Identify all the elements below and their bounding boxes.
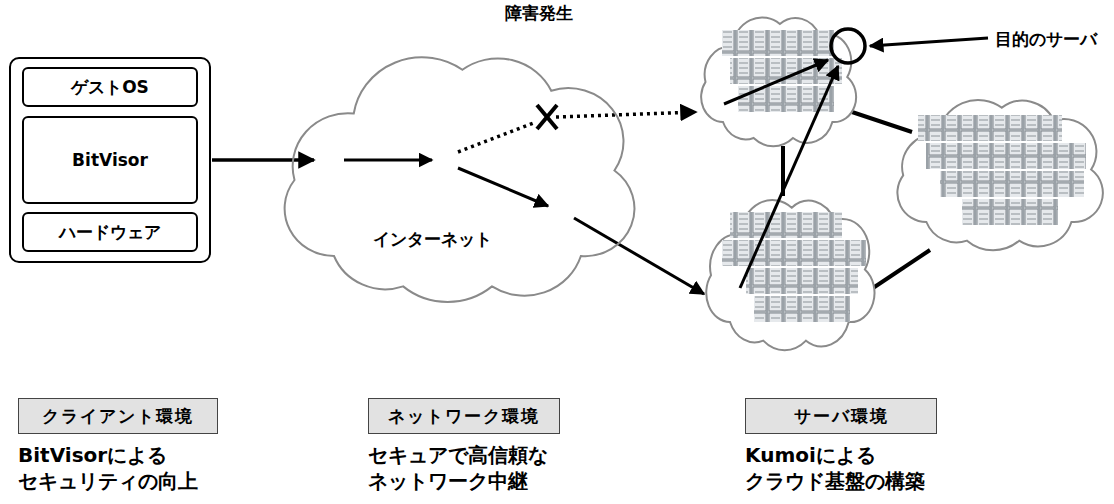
client-housing: [10, 58, 210, 262]
environment-block: ネットワーク環境セキュアで高信頼な ネットワーク中継: [368, 398, 608, 494]
layer-box: ゲストOS: [22, 67, 198, 107]
cloud-outline: [255, 28, 650, 313]
header-text: クライアント環境: [42, 405, 194, 428]
cloud-label: インターネット: [373, 228, 492, 251]
box-label: ゲストOS: [71, 76, 149, 99]
environment-description: セキュアで高信頼な ネットワーク中継: [368, 442, 608, 494]
environment-block: クライアント環境 BitVisorによる セキュリティの向上: [18, 398, 258, 494]
server-cloud: [897, 100, 1102, 250]
environment-block: サーバ環境 Kumoiによる クラウド基盤の構築: [745, 398, 985, 494]
environment-description: BitVisorによる セキュリティの向上: [18, 442, 258, 494]
server-racks: [722, 30, 1086, 322]
internet-cloud: インターネット: [255, 28, 650, 313]
box-label: BitVisor: [72, 150, 148, 170]
layer-box: ハードウェア: [22, 212, 198, 252]
server-cloud: [706, 200, 874, 350]
failure-mark: [537, 105, 557, 129]
environment-header: クライアント環境: [18, 398, 218, 434]
target-server-label: 目的のサーバ: [995, 28, 1097, 51]
environment-description: Kumoiによる クラウド基盤の構築: [745, 442, 985, 494]
header-text: ネットワーク環境: [388, 405, 540, 428]
target-circle: [831, 29, 865, 63]
header-text: サーバ環境: [794, 405, 889, 428]
layer-box: BitVisor: [22, 116, 198, 204]
environment-header: サーバ環境: [745, 398, 937, 434]
box-label: ハードウェア: [59, 221, 161, 244]
failure-label: 障害発生: [505, 2, 573, 25]
environment-header: ネットワーク環境: [368, 398, 560, 434]
